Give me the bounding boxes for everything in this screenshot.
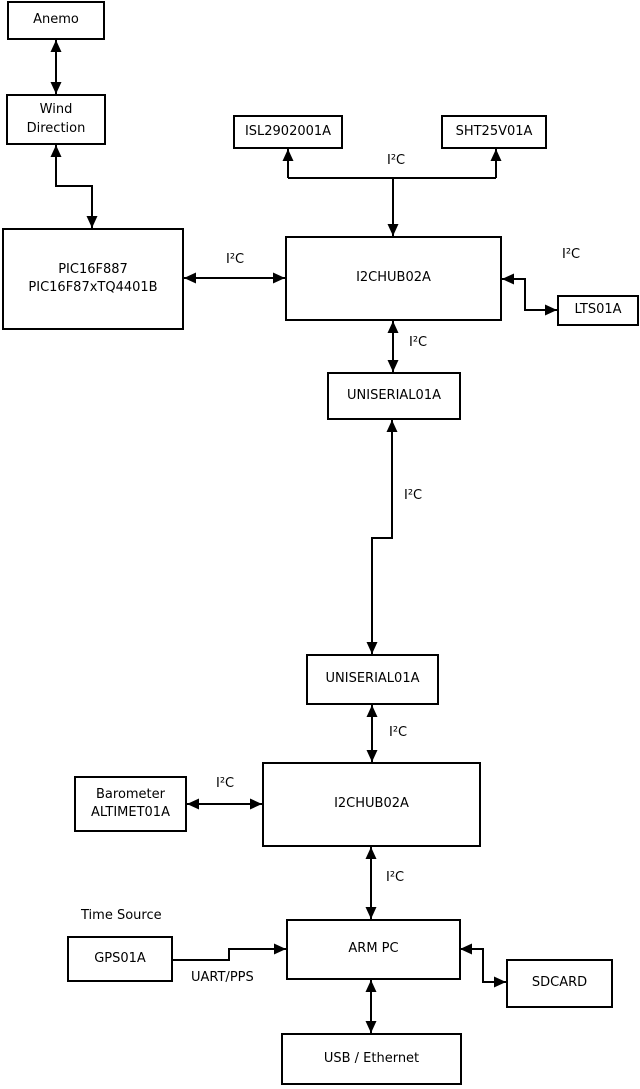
node-sht25v01a: SHT25V01A [441,115,547,149]
node-barometer-line1: Barometer [96,786,165,802]
node-i2chub02a-2: I2CHUB02A [262,762,481,847]
node-pic16f887-line1: PIC16F887 [58,261,128,277]
edge-label-i2c-uniserial2-hub2: I²C [389,725,408,740]
node-anemo-label: Anemo [33,12,79,28]
node-uniserial01a-2-label: UNISERIAL01A [325,671,420,687]
node-i2chub02a-2-label: I2CHUB02A [334,796,409,812]
node-isl2902001a-label: ISL2902001A [244,123,332,139]
edge-label-uart-pps: UART/PPS [191,970,254,985]
edge-label-i2c-pic-hub1: I²C [226,252,245,267]
node-arm-pc-label: ARM PC [348,941,399,957]
connector-gps-armpc [173,943,286,961]
node-usb-ethernet: USB / Ethernet [281,1033,462,1085]
node-usb-ethernet-label: USB / Ethernet [323,1050,420,1066]
node-uniserial01a-2: UNISERIAL01A [306,654,439,705]
node-lts01a: LTS01A [557,295,639,326]
node-i2chub02a-1: I2CHUB02A [285,236,502,321]
node-pic16f887-line2: PIC16F87xTQ4401B [28,280,158,295]
edge-label-i2c-sensors: I²C [387,153,406,168]
node-isl2902001a: ISL2902001A [233,115,343,149]
node-i2chub02a-1-label: I2CHUB02A [356,270,431,286]
edge-label-i2c-hub2-armpc: I²C [386,870,405,885]
edge-label-i2c-hub1-uniserial1: I²C [409,335,428,350]
edge-label-i2c-hub1-lts: I²C [562,247,581,262]
node-barometer: Barometer ALTIMET01A [74,776,187,832]
connector-winddirection-pic [50,145,98,228]
node-sht25v01a-label: SHT25V01A [455,123,533,139]
node-barometer-line2: ALTIMET01A [91,805,170,820]
node-gps01a-label: GPS01A [94,950,146,966]
node-sdcard: SDCARD [506,959,613,1008]
node-sdcard-label: SDCARD [531,975,588,991]
node-wind-direction: Wind Direction [6,94,106,145]
node-uniserial01a-1: UNISERIAL01A [327,372,461,420]
node-gps01a: GPS01A [67,936,173,982]
node-pic16f887: PIC16F887 PIC16F87xTQ4401B [2,228,184,330]
edge-label-i2c-barometer-hub2: I²C [216,776,235,791]
node-arm-pc: ARM PC [286,919,461,980]
node-lts01a-label: LTS01A [574,302,622,318]
node-wind-direction-line2: Direction [26,120,86,136]
node-anemo: Anemo [7,1,105,40]
connector-hub1-lts [502,273,557,316]
node-wind-direction-line1: Wind [39,102,73,118]
edge-label-time-source: Time Source [81,908,162,923]
connector-armpc-sdcard [460,943,506,988]
connector-uniserial1-uniserial2 [366,420,398,654]
node-uniserial01a-1-label: UNISERIAL01A [347,387,441,403]
edge-label-i2c-uniserial-link: I²C [404,488,423,503]
